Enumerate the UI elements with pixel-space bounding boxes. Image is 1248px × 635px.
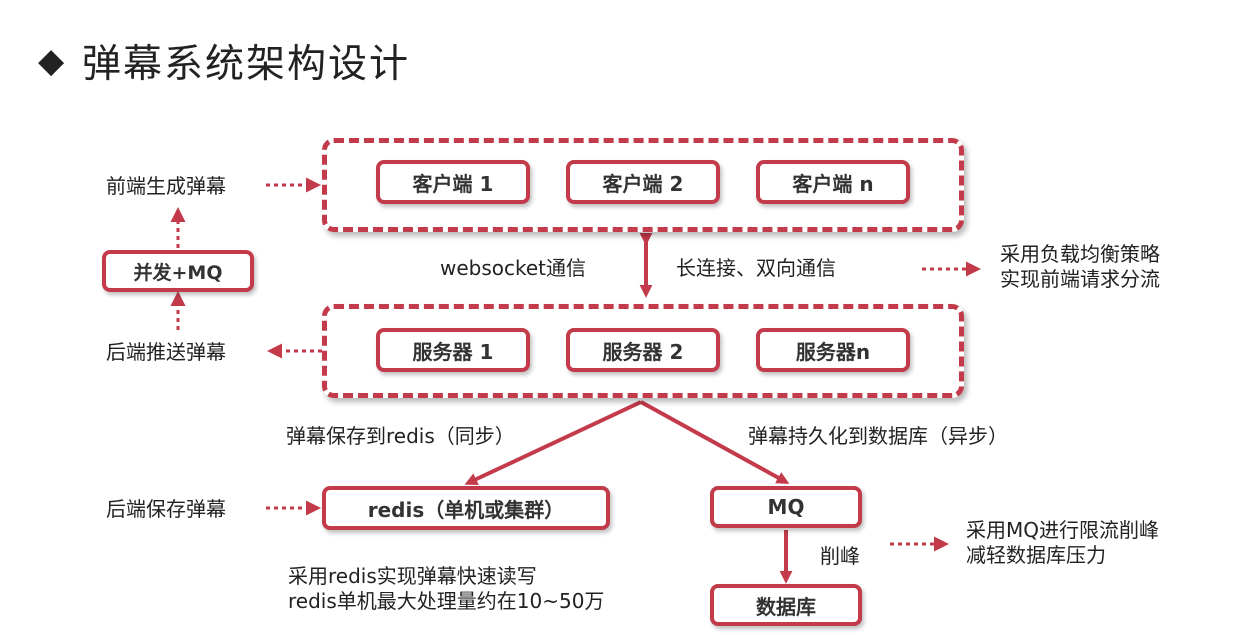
persist-db-label: 弹幕持久化到数据库（异步） [748,424,1008,448]
mq-limit-note: 采用MQ进行限流削峰 减轻数据库压力 [966,518,1159,567]
redis-box: redis（单机或集群） [322,486,610,530]
client-box-1: 客户端 1 [376,160,530,204]
mq-box: MQ [710,486,862,528]
long-connection-label: 长连接、双向通信 [676,256,836,280]
client-box-n: 客户端 n [756,160,910,204]
slide-title-text: 弹幕系统架构设计 [82,42,411,87]
database-box: 数据库 [710,584,862,626]
server-box-2: 服务器 2 [566,328,720,372]
concurrency-mq-box: 并发+MQ [102,250,254,292]
load-balance-note: 采用负载均衡策略 实现前端请求分流 [1000,242,1160,291]
save-redis-label: 弹幕保存到redis（同步） [286,424,515,448]
slide-title: ◆ 弹幕系统架构设计 [38,36,411,87]
client-box-2: 客户端 2 [566,160,720,204]
arrow-servers-to-mq [640,400,790,484]
peak-shaving-label: 削峰 [820,544,860,568]
backend-push-label: 后端推送弹幕 [106,340,226,364]
backend-save-label: 后端保存弹幕 [106,497,226,521]
redis-perf-note: 采用redis实现弹幕快速读写 redis单机最大处理量约在10~50万 [288,564,605,613]
diamond-bullet-icon: ◆ [38,41,65,81]
server-box-n: 服务器n [756,328,910,372]
arrow-servers-to-redis [464,400,642,485]
front-generate-label: 前端生成弹幕 [106,174,226,198]
server-box-1: 服务器 1 [376,328,530,372]
websocket-label: websocket通信 [440,256,587,280]
